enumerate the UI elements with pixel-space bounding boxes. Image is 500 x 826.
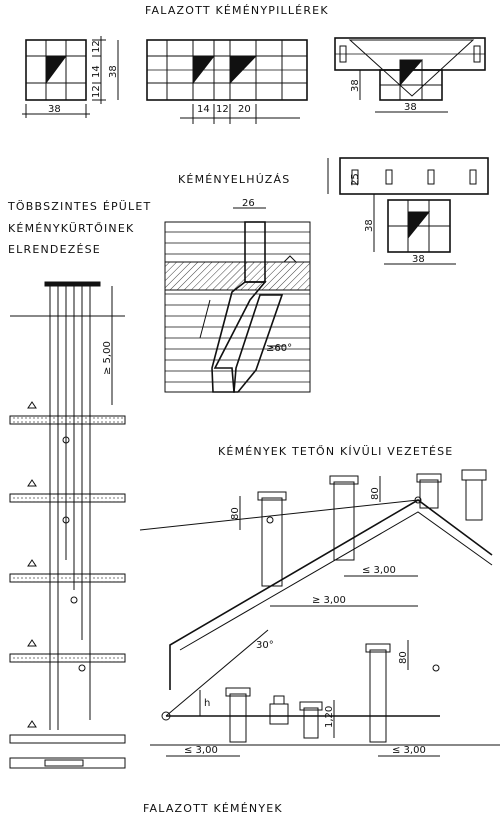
dim-30deg: 30° <box>256 640 274 651</box>
dim-500: ≥ 5,00 <box>102 341 113 375</box>
pillar-single-flue: 38 12 14 12 38 <box>22 36 119 118</box>
brick-courses <box>165 231 310 383</box>
pillar-double-flue: 14 12 20 <box>146 39 308 124</box>
dim-80-b: 80 <box>370 487 381 500</box>
title-multistorey-3: ELRENDEZÉSE <box>8 243 101 256</box>
roof-lower: 30° h 1,20 80 ≤ 3,00 ≤ 3,00 <box>150 629 500 757</box>
title-top: FALAZOTT KÉMÉNYPILLÉREK <box>145 4 329 17</box>
dim-ge300: ≥ 3,00 <box>312 595 346 606</box>
multistorey-section: ≥ 5,00 <box>9 281 126 769</box>
title-multistorey-2: KÉMÉNYKÜRTŐINEK <box>8 221 134 235</box>
dim-25: 25 <box>350 173 361 186</box>
dim-38-e: 38 <box>364 219 375 232</box>
dim-12-c: 12 <box>216 104 229 115</box>
floor-slabs <box>9 401 126 769</box>
dim-80-c: 80 <box>398 651 409 664</box>
dim-26: 26 <box>242 198 255 209</box>
dim-le300-a: ≤ 3,00 <box>362 565 396 576</box>
dim-60deg: ≥60° <box>266 343 292 354</box>
dim-38-width: 38 <box>48 104 61 115</box>
pillar-in-wall: 38 38 <box>334 37 486 113</box>
title-drawoff: KÉMÉNYELHÚZÁS <box>178 173 290 186</box>
title-bottom: FALAZOTT KÉMÉNYEK <box>143 802 283 815</box>
dim-h: h <box>204 698 210 709</box>
title-multistorey-1: TÖBBSZINTES ÉPÜLET <box>7 200 151 213</box>
dim-38-d: 38 <box>404 102 417 113</box>
dim-80-a: 80 <box>230 507 241 520</box>
dim-120: 1,20 <box>324 706 335 728</box>
dim-20: 20 <box>238 104 251 115</box>
pillar-wall-detail: 25 38 38 <box>327 157 489 265</box>
dim-14-b: 14 <box>197 104 210 115</box>
dim-le300-b: ≤ 3,00 <box>184 745 218 756</box>
dim-12-a: 12 <box>91 40 102 53</box>
dim-38-c: 38 <box>350 79 361 92</box>
dim-38-f: 38 <box>412 254 425 265</box>
dim-38-height: 38 <box>108 65 119 78</box>
roof-upper: 80 80 ≤ 3,00 ≥ 3,00 <box>139 469 493 690</box>
drawoff-section: 26 ≥60° <box>164 198 311 393</box>
dim-14: 14 <box>91 65 102 78</box>
dim-le300-c: ≤ 3,00 <box>392 745 426 756</box>
title-roof: KÉMÉNYEK TETŐN KÍVÜLI VEZETÉSE <box>218 444 453 458</box>
dim-12-b: 12 <box>91 85 102 98</box>
